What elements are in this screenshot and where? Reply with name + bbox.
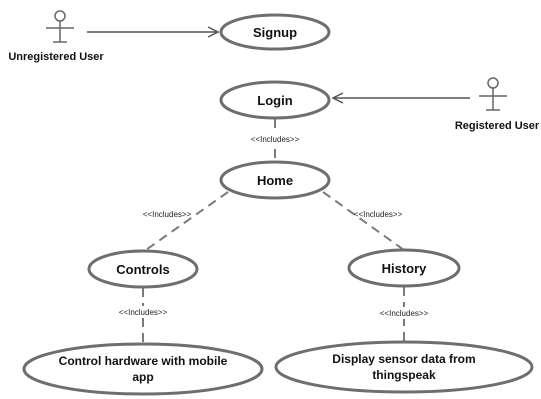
use-case-control-hardware (22, 342, 264, 396)
registered-user-label: Registered User (455, 120, 540, 132)
include-label-history-display: <<Includes>> (380, 309, 429, 318)
unregistered-user-actor (46, 10, 74, 43)
include-label-home-controls: <<Includes>> (143, 210, 192, 219)
use-case-login-label: Login (257, 93, 292, 108)
use-case-history (347, 248, 461, 288)
use-case-home (219, 160, 331, 200)
unregistered-user-label: Unregistered User (8, 51, 104, 63)
include-label-login-home: <<Includes>> (251, 135, 300, 144)
use-case-controls-label: Controls (116, 262, 169, 277)
include-label-controls-hardware: <<Includes>> (119, 308, 168, 317)
include-line-home-controls (142, 191, 229, 253)
use-case-signup (219, 13, 331, 51)
use-case-history-label: History (382, 261, 428, 276)
use-case-display-sensor-line1: Display sensor data from (332, 352, 475, 366)
include-label-home-history: <<Includes>> (354, 210, 403, 219)
use-case-display-sensor (274, 340, 534, 394)
use-case-controls (87, 249, 199, 289)
use-case-home-label: Home (257, 173, 293, 188)
use-case-display-sensor-line2: thingspeak (372, 368, 436, 382)
include-line-home-history (322, 191, 405, 251)
use-case-control-hardware-line2: app (132, 370, 153, 384)
use-case-control-hardware-line1: Control hardware with mobile (59, 354, 228, 368)
use-case-login (219, 80, 331, 120)
use-case-signup-label: Signup (253, 25, 297, 40)
registered-user-actor (479, 77, 507, 111)
